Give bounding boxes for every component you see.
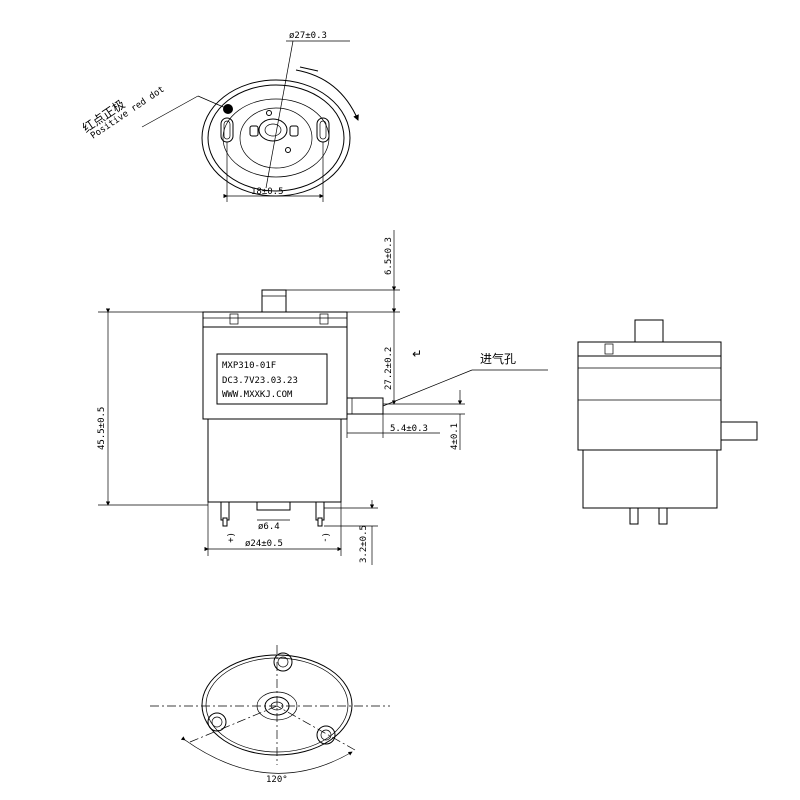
bottom-view [150,645,390,774]
dim-mid-height: 27.2±0.2 [384,347,394,390]
dim-pin-spacing: 18±0.5 [251,187,284,197]
inlet-label: 进气孔 [480,351,516,366]
return-mark: ↵ [412,347,422,361]
dim-port-height: 4±0.1 [450,423,460,450]
top-view [141,40,359,202]
terminal-plus: (+ [225,532,235,543]
label-website: WWW.MXXKJ.COM [222,390,293,400]
dim-pin-length: 3.2±0.5 [359,525,369,563]
label-model: MXP310-01F [222,361,276,371]
angle-120: 120° [266,775,288,785]
dim-body-diameter: ø24±0.5 [245,539,283,549]
side-view [577,319,758,525]
dim-top-diameter: ø27±0.3 [289,31,327,41]
terminal-minus: (- [320,532,330,543]
dim-port-length: 5.4±0.3 [390,424,428,434]
label-voltage: DC3.7V23.03.23 [222,376,298,386]
dim-top-height: 6.5±0.3 [384,237,394,275]
dim-shaft-diameter: ø6.4 [258,522,280,532]
dim-total-height: 45.5±0.5 [97,407,107,450]
front-view [98,230,548,565]
